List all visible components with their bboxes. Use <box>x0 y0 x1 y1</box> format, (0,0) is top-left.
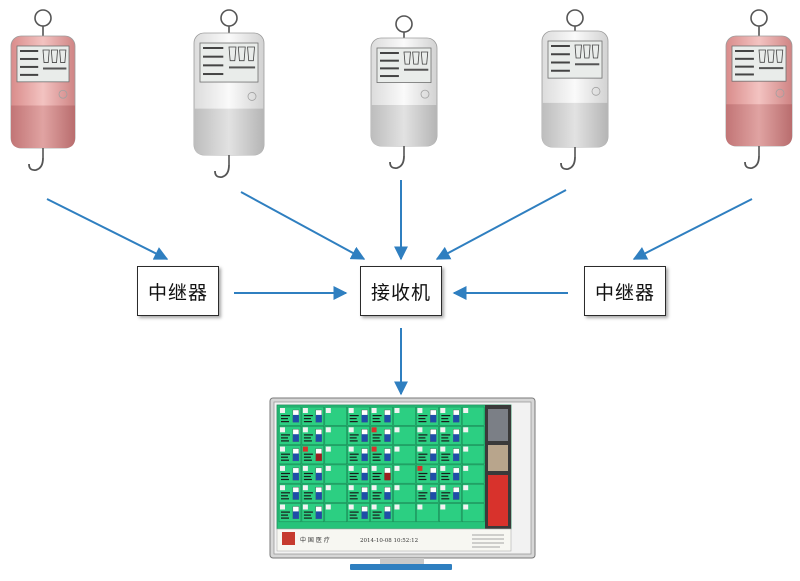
bed-cell <box>461 426 485 445</box>
bed-cell <box>278 406 302 426</box>
bed-cell <box>324 503 347 523</box>
bed-cell <box>301 503 325 523</box>
scale-1 <box>10 9 76 172</box>
side-panel-gray <box>488 409 508 441</box>
repeater-right-label: 中继器 <box>594 281 655 304</box>
repeater-right-box: 中继器 <box>584 266 666 316</box>
bed-cell <box>393 503 416 523</box>
bed-cell <box>301 483 325 503</box>
bed-cell <box>416 445 439 465</box>
bed-cell <box>324 406 347 426</box>
bed-cell <box>347 483 370 503</box>
receiver-box: 接收机 <box>360 266 442 316</box>
bed-cell <box>278 464 302 484</box>
bed-cell <box>278 483 302 503</box>
infusion-scales <box>10 9 793 179</box>
bed-cell <box>301 426 325 445</box>
repeater-left-box: 中继器 <box>137 266 219 316</box>
arrow-scale1-to-repeater <box>46 198 169 260</box>
monitor-stand-base <box>350 564 452 570</box>
bed-cell <box>278 503 302 523</box>
bed-cell <box>393 406 416 426</box>
bed-cell <box>416 426 439 445</box>
bed-cell <box>301 406 325 426</box>
bed-cell <box>393 426 416 445</box>
bed-cell <box>301 445 325 465</box>
bed-cell <box>393 483 416 503</box>
scale-4 <box>541 9 609 171</box>
bed-cell <box>393 464 416 484</box>
bed-cell <box>439 483 462 503</box>
hook-icon <box>214 164 230 179</box>
bed-cell <box>439 464 462 484</box>
scale-2 <box>193 9 265 179</box>
monitor-footer <box>276 528 512 552</box>
monitor: 中 国 医 疗 2014-10-08 10:52:12 <box>269 397 536 570</box>
bed-cell <box>439 426 462 445</box>
hook-icon <box>389 155 405 170</box>
arrow-scale5-to-repeater <box>632 198 753 260</box>
hanging-ring <box>566 9 584 27</box>
button-icon <box>58 89 68 99</box>
button-icon <box>775 88 785 98</box>
bed-cell <box>370 406 393 426</box>
bed-cell <box>439 406 462 426</box>
bed-cell <box>347 503 370 523</box>
bed-cell <box>347 445 370 465</box>
bed-cell <box>439 503 462 523</box>
arrows <box>46 180 753 396</box>
bed-cell <box>347 464 370 484</box>
bed-cell <box>324 464 347 484</box>
bed-cell <box>370 483 393 503</box>
bed-cell <box>416 503 439 523</box>
bed-cell <box>439 445 462 465</box>
hanging-ring <box>395 15 413 33</box>
bed-cell <box>416 406 439 426</box>
monitor-stand-neck <box>380 558 424 564</box>
bed-cell <box>370 445 393 465</box>
bed-cell <box>370 503 393 523</box>
bed-cell <box>461 406 485 426</box>
hanging-ring <box>34 9 52 27</box>
bed-cell <box>324 426 347 445</box>
footer-brand: 中 国 医 疗 <box>300 536 330 544</box>
bed-cell <box>461 464 485 484</box>
bed-cell <box>324 483 347 503</box>
side-panel-alarm <box>488 475 508 526</box>
scale-3 <box>370 15 438 170</box>
bed-cell <box>347 406 370 426</box>
hook-icon <box>744 155 760 170</box>
button-icon <box>420 89 430 99</box>
button-icon <box>247 92 257 101</box>
bed-cell <box>324 445 347 465</box>
repeater-left-label: 中继器 <box>147 281 208 304</box>
bed-cell <box>278 445 302 465</box>
bed-cell <box>416 483 439 503</box>
bed-cell <box>278 426 302 445</box>
bed-cell <box>416 464 439 484</box>
bed-cell <box>347 426 370 445</box>
scale-5 <box>725 9 793 170</box>
logo-seal <box>282 532 295 545</box>
arrow-scale2-to-receiver <box>240 191 366 260</box>
bed-cell <box>393 445 416 465</box>
bed-cell <box>461 483 485 503</box>
hook-icon <box>560 156 576 171</box>
bed-grid <box>278 406 485 523</box>
hanging-ring <box>220 9 238 27</box>
side-panel-tan <box>488 445 508 471</box>
bed-cell <box>370 426 393 445</box>
hanging-ring <box>750 9 768 27</box>
arrow-scale4-to-receiver <box>435 189 567 260</box>
button-icon <box>591 86 601 96</box>
hook-icon <box>28 157 44 172</box>
footer-datetime: 2014-10-08 10:52:12 <box>360 538 418 544</box>
receiver-label: 接收机 <box>370 281 431 304</box>
bed-cell <box>461 445 485 465</box>
bed-cell <box>301 464 325 484</box>
bed-cell <box>461 503 485 523</box>
bed-cell <box>370 464 393 484</box>
